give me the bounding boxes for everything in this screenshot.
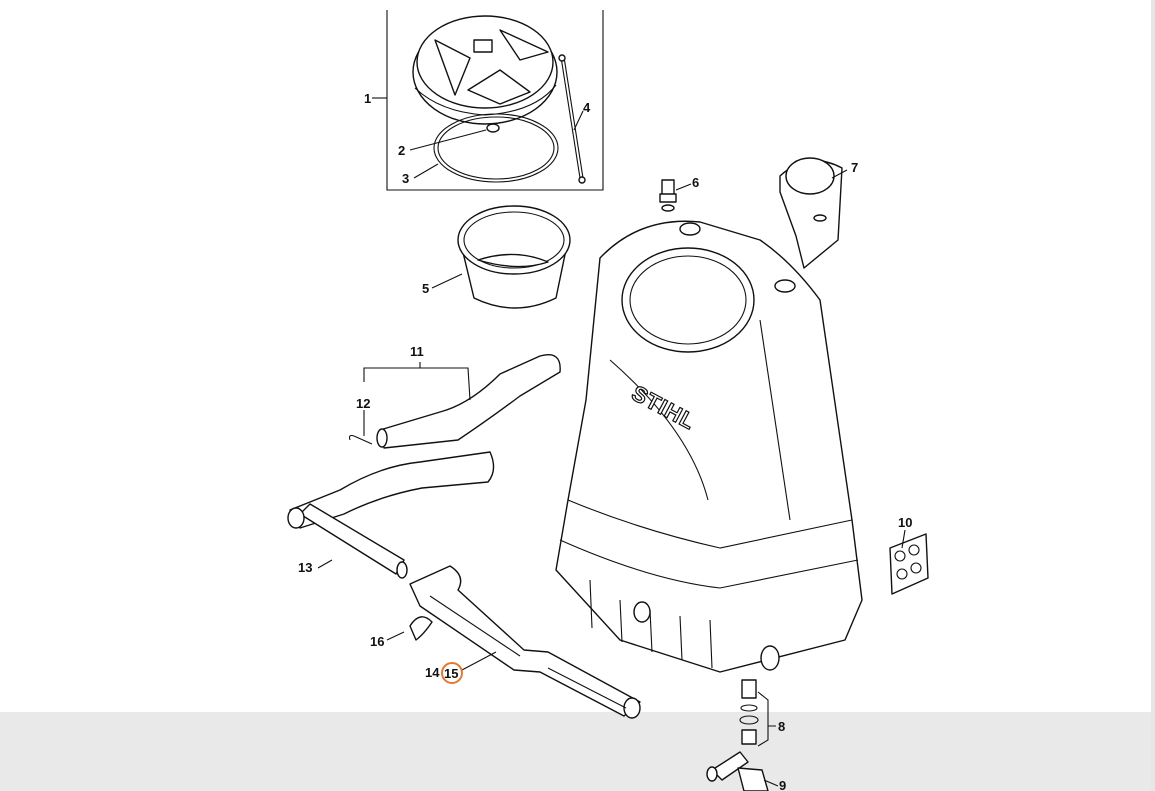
callout-9: 9 xyxy=(779,778,786,791)
callout-6: 6 xyxy=(692,175,699,190)
part-7-bracket[interactable] xyxy=(779,157,843,269)
callout-12: 12 xyxy=(356,396,370,411)
callout-14: 14 xyxy=(425,665,440,680)
part-4-cap-strap[interactable] xyxy=(558,54,586,184)
callout-2: 2 xyxy=(398,143,405,158)
callout-10: 10 xyxy=(898,515,912,530)
highlight-ring xyxy=(441,662,463,684)
callout-11: 11 xyxy=(410,344,424,359)
part-3-o-ring[interactable] xyxy=(433,113,559,183)
callout-16: 16 xyxy=(370,634,384,649)
part-13-lever-arm[interactable] xyxy=(287,451,495,579)
callout-3: 3 xyxy=(402,171,409,186)
callout-5: 5 xyxy=(422,281,429,296)
leader-lines xyxy=(317,97,906,787)
part-5-strainer[interactable] xyxy=(457,205,571,309)
part-10-label[interactable] xyxy=(889,533,929,595)
part-16-clip[interactable] xyxy=(409,616,433,641)
callout-4: 4 xyxy=(583,100,591,115)
part-8-fitting-set[interactable] xyxy=(739,679,759,745)
callout-7: 7 xyxy=(851,160,858,175)
part-1-tank-cap[interactable] xyxy=(412,15,558,125)
part-6-valve[interactable] xyxy=(659,179,677,212)
part-11-spray-tube[interactable] xyxy=(376,354,561,449)
cap-assembly-box xyxy=(386,10,604,191)
callout-15[interactable]: 15 xyxy=(444,666,458,681)
bottom-shade xyxy=(0,712,1155,791)
part-2-seal[interactable] xyxy=(486,123,500,133)
part-9-hose-connector[interactable] xyxy=(706,751,769,791)
callout-8: 8 xyxy=(778,719,785,734)
main-tank[interactable]: STIHL xyxy=(555,220,863,673)
callout-13: 13 xyxy=(298,560,312,575)
right-edge-strip xyxy=(1151,0,1155,791)
callout-labels: 1 2 3 4 5 6 7 8 9 10 11 12 13 14 15 16 xyxy=(298,91,912,791)
part-12-pin[interactable] xyxy=(348,434,373,445)
callout-1: 1 xyxy=(364,91,371,106)
part-15-handle[interactable] xyxy=(409,565,641,719)
